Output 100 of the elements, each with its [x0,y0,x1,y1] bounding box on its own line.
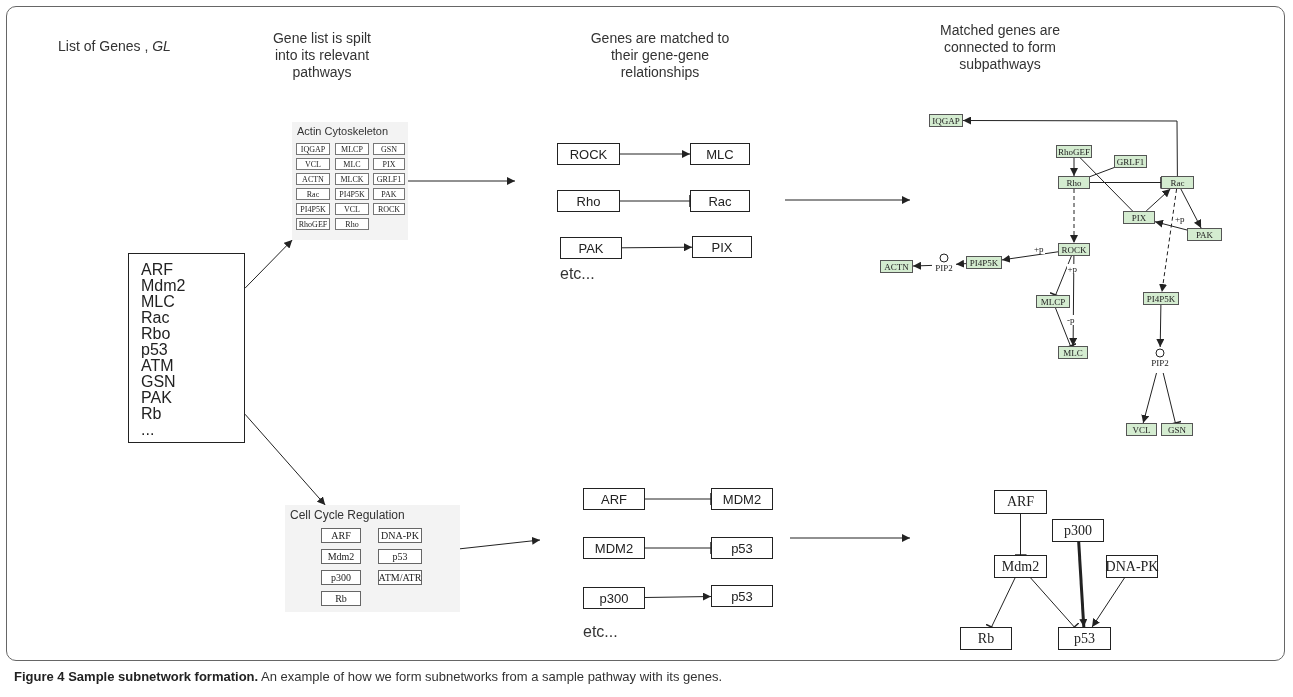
arrow [1001,251,1059,263]
gene-box [583,537,645,559]
gene-label: MDM2 [722,491,762,507]
gene-label: ROCK [377,204,401,214]
gene-box [711,585,773,607]
gene-box [335,218,369,230]
gene-label: MLCK [340,174,364,184]
gene-box [1123,211,1155,224]
gene-label: p300 [1064,522,1092,539]
gene-box [1058,627,1111,650]
gene-name: p53 [141,342,168,358]
gene-box [335,143,369,155]
gene-label: PIX [711,239,733,255]
arrow [244,239,293,289]
gene-label: VCL [344,204,360,214]
gene-name: ATM [141,358,175,374]
arrow [1154,219,1188,231]
gene-label: Rac [708,193,732,209]
panel-heading: Actin Cytoskeleton [297,125,389,137]
arrow [1141,372,1157,424]
arrow [619,150,691,158]
gene-box [994,555,1047,578]
gene-box [1126,423,1157,436]
arrow [1180,188,1202,229]
gene-label: GSN [1168,424,1186,435]
edge-label: -p [1066,315,1076,325]
gene-name: ... [141,422,156,438]
etc-note: etc... [560,265,595,283]
arrow [1070,157,1078,177]
gene-box [321,528,361,543]
arrow [1070,188,1078,244]
gene-box [373,203,405,215]
inhibition-line [1055,307,1077,349]
gene-label: VCL [305,159,321,169]
gene-box [711,537,773,559]
gene-label: PAK [381,189,397,199]
gene-label: GRLF1 [376,174,402,184]
gene-box [373,158,405,170]
arrow [1069,255,1078,347]
gene-label: GSN [381,144,397,154]
gene-name: PAK [141,390,173,406]
gene-box [994,490,1047,514]
gene-label: p53 [731,540,753,556]
arrow [1077,541,1088,628]
gene-box [1058,346,1088,359]
gene-box [1036,295,1070,308]
gene-box [1161,176,1194,189]
gene-label: RhoGEF [1058,146,1090,157]
arrow [1091,577,1125,628]
gene-box [1052,519,1104,542]
gene-label: p53 [392,551,408,562]
gene-label: ROCK [1061,244,1087,255]
edge-label: +p [1066,263,1079,274]
inhibition-line [1049,255,1072,298]
gene-box [335,173,369,185]
stage-heading: Matched genes are connected to form subpathways [939,22,1061,73]
gene-box [321,591,361,606]
gene-box [960,627,1012,650]
gene-label: PI4P5K [969,257,999,268]
gene-label: MLCP [1040,296,1066,307]
gene-label: MLC [343,159,361,169]
gene-name: Mdm2 [141,278,187,294]
stage-heading: Gene list is spilt into its relevant pathways [271,30,372,81]
gene-label: Rac [306,189,320,199]
pathway-panel [292,122,408,240]
arrow [459,536,541,550]
gene-name: Rbo [141,326,172,342]
gene-label: IQGAP [932,115,960,126]
connector-line [1089,167,1115,178]
gene-label: p53 [731,588,753,604]
inhibition-line [1089,175,1162,190]
arrow [1145,188,1171,212]
gene-label: p300 [599,590,629,606]
gene-box [690,190,750,212]
gene-label: MDM2 [594,540,634,556]
arrow [621,243,693,252]
gene-label: ARF [601,491,627,507]
gene-box [1161,423,1193,436]
gene-box [557,190,620,212]
gene-box [321,549,361,564]
gene-list-box [128,253,245,443]
panel-heading: Cell Cycle Regulation [290,508,405,522]
gene-label: PI4P5K [300,204,326,214]
gene-label: RhoGEF [298,219,328,229]
compound-label: PIP2 [1151,358,1169,368]
gene-label: p300 [331,572,351,583]
gene-box [296,143,330,155]
gene-box [560,237,622,259]
gene-label: DNA-PK [381,530,419,541]
gene-box [373,188,405,200]
gene-name: Rb [141,406,163,422]
gene-box [373,143,405,155]
gene-label: Mdm2 [327,551,355,562]
gene-label: PIX [1131,212,1147,223]
inhibition-line [1162,372,1182,426]
gene-box [692,236,752,258]
stage-heading: List of Genes , GL [58,38,171,55]
gene-name: GSN [141,374,177,390]
gene-box [321,570,361,585]
gene-box [335,158,369,170]
